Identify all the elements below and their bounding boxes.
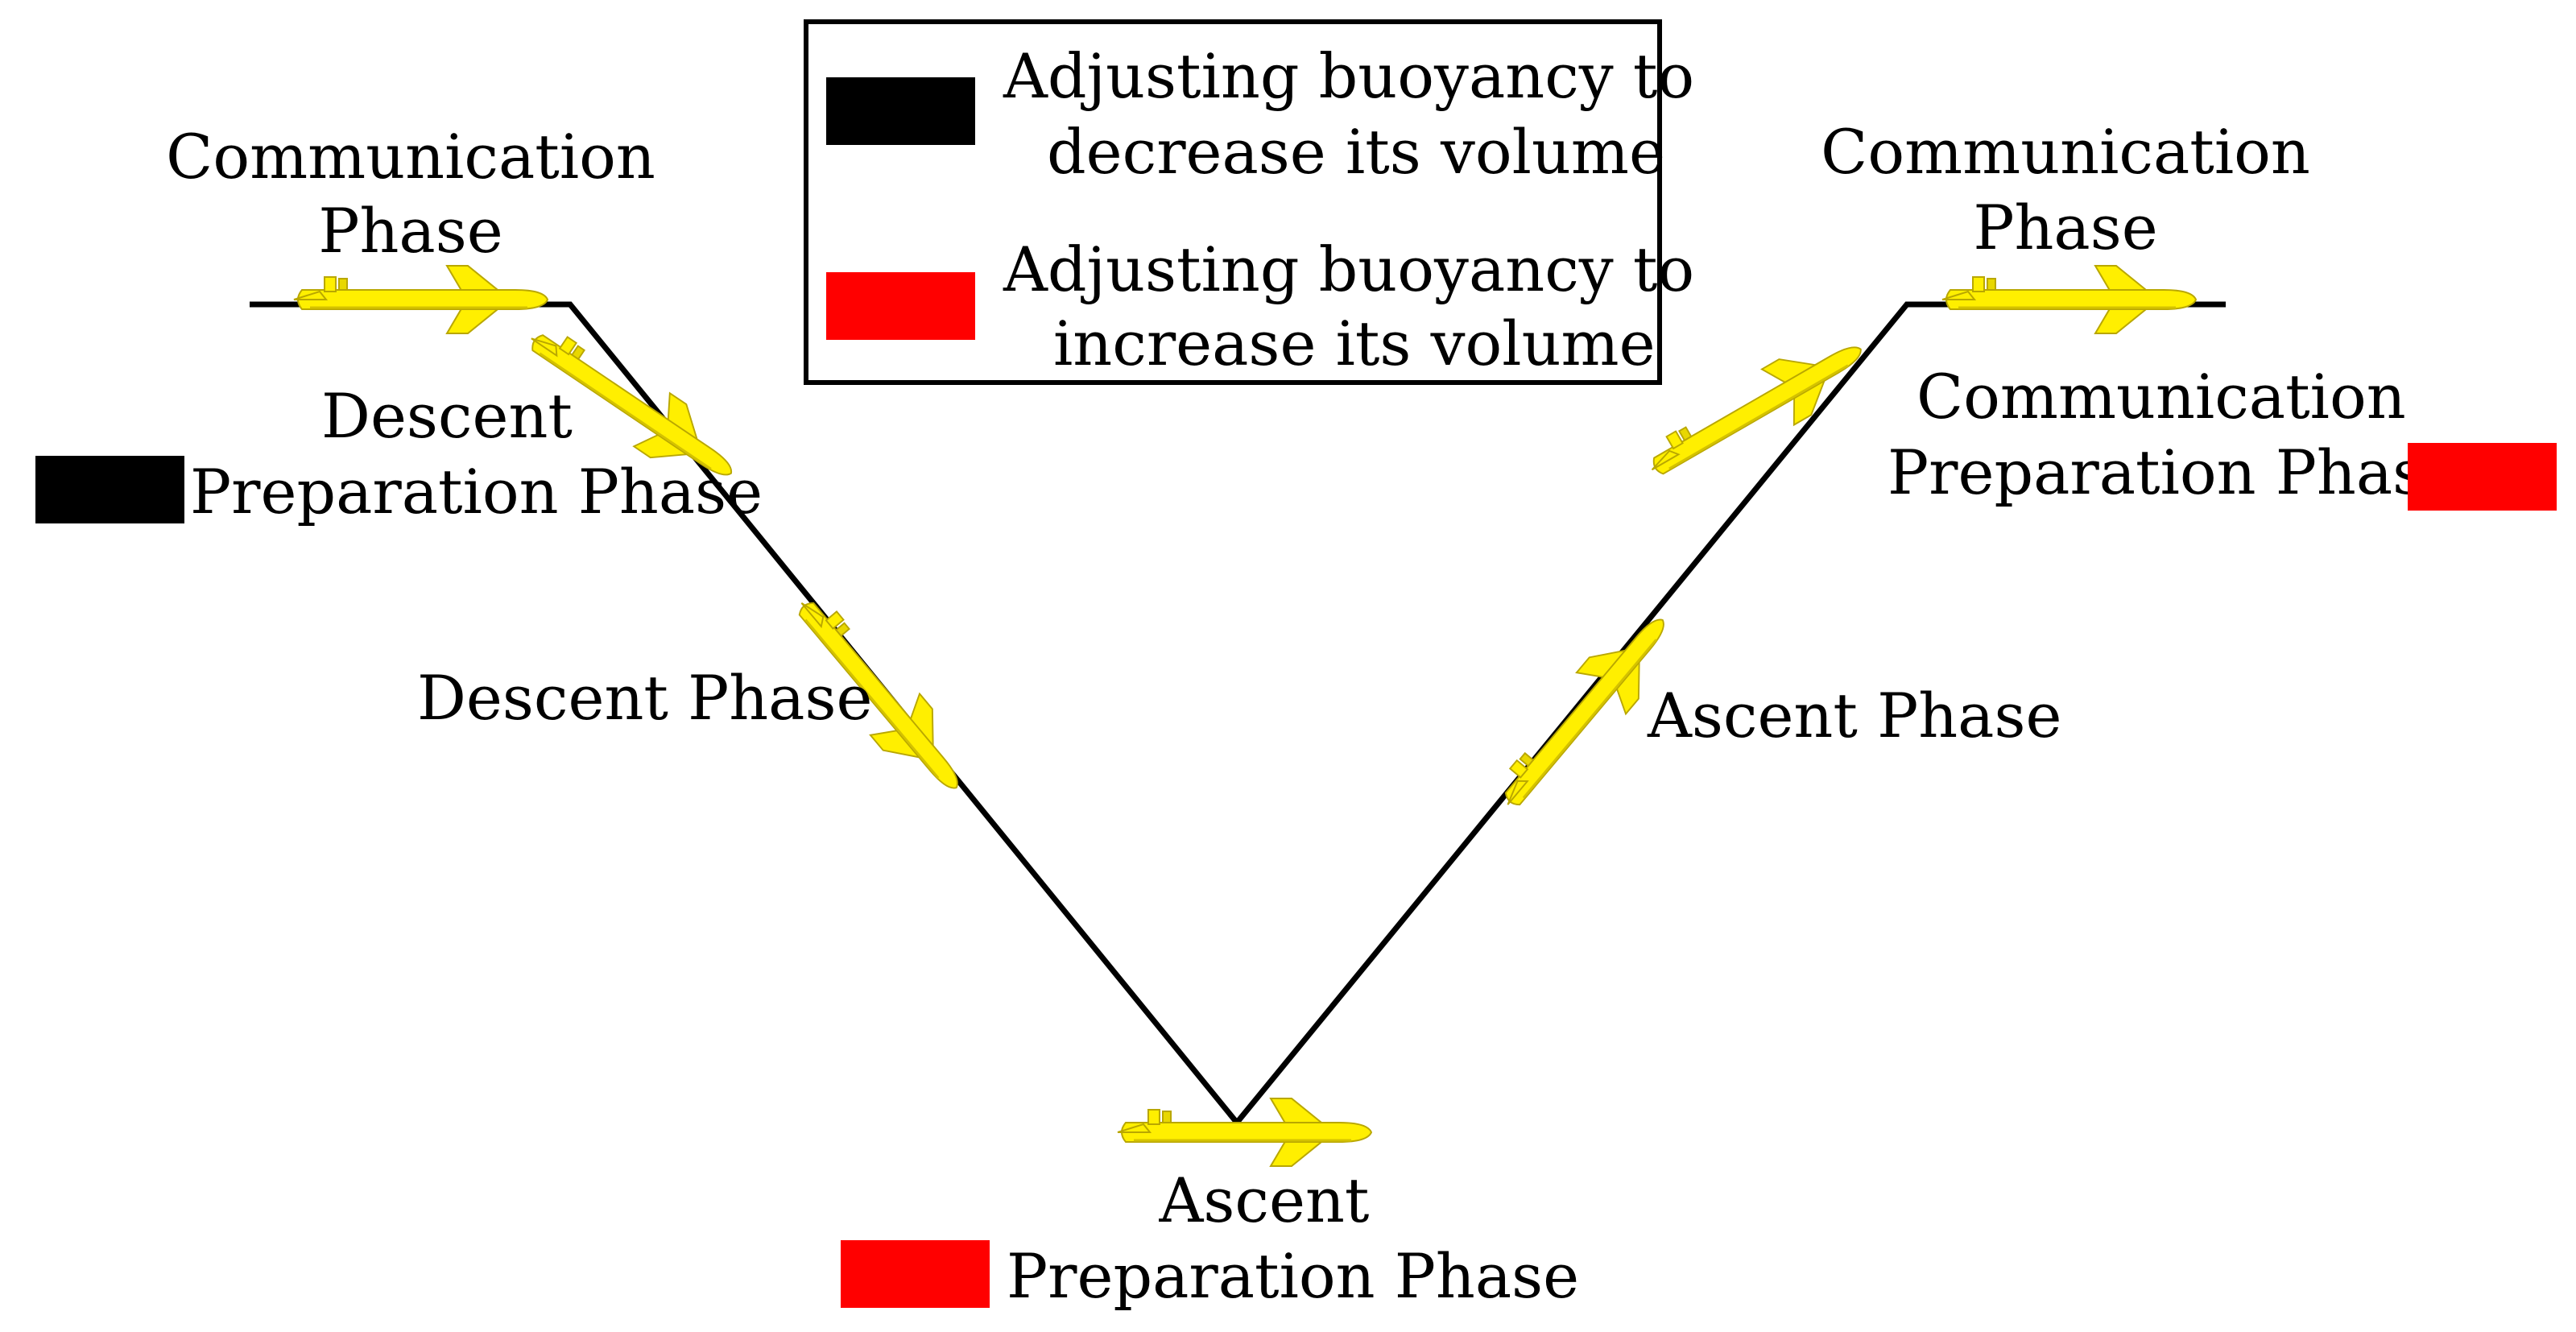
legend-label-increase-line2: increase its volume bbox=[1053, 308, 1656, 379]
legend-swatch-increase bbox=[826, 272, 975, 340]
ascent-phase-label: Ascent Phase bbox=[1648, 680, 2062, 751]
glider-icon bbox=[1941, 264, 2198, 335]
comm-phase-left-line1: Communication bbox=[166, 121, 655, 192]
comm-prep-swatch bbox=[2408, 443, 2557, 511]
legend-swatch-decrease bbox=[826, 77, 975, 145]
legend-label-increase-line1: Adjusting buoyancy to bbox=[1003, 234, 1695, 305]
descent-phase-label: Descent Phase bbox=[417, 662, 873, 734]
comm-phase-right-line2: Phase bbox=[1973, 192, 2158, 263]
comm-prep-line1: Communication bbox=[1916, 361, 2406, 432]
descent-prep-line1: Descent bbox=[321, 380, 573, 452]
ascent-prep-line1: Ascent bbox=[1159, 1164, 1370, 1236]
glider-icon bbox=[1635, 320, 1879, 499]
ascent-prep-line2: Preparation Phase bbox=[1007, 1240, 1580, 1312]
comm-phase-right-line1: Communication bbox=[1821, 116, 2310, 188]
legend-label-decrease-line2: decrease its volume bbox=[1047, 116, 1665, 188]
comm-phase-left-line2: Phase bbox=[318, 195, 503, 267]
descent-prep-swatch bbox=[35, 456, 184, 523]
glider-icon bbox=[1116, 1097, 1373, 1168]
glider-icon bbox=[292, 264, 549, 335]
descent-prep-line2: Preparation Phase bbox=[190, 456, 763, 527]
comm-prep-line2: Preparation Phase bbox=[1888, 436, 2461, 508]
ascent-prep-swatch bbox=[841, 1240, 990, 1308]
legend-label-decrease-line1: Adjusting buoyancy to bbox=[1003, 40, 1695, 112]
